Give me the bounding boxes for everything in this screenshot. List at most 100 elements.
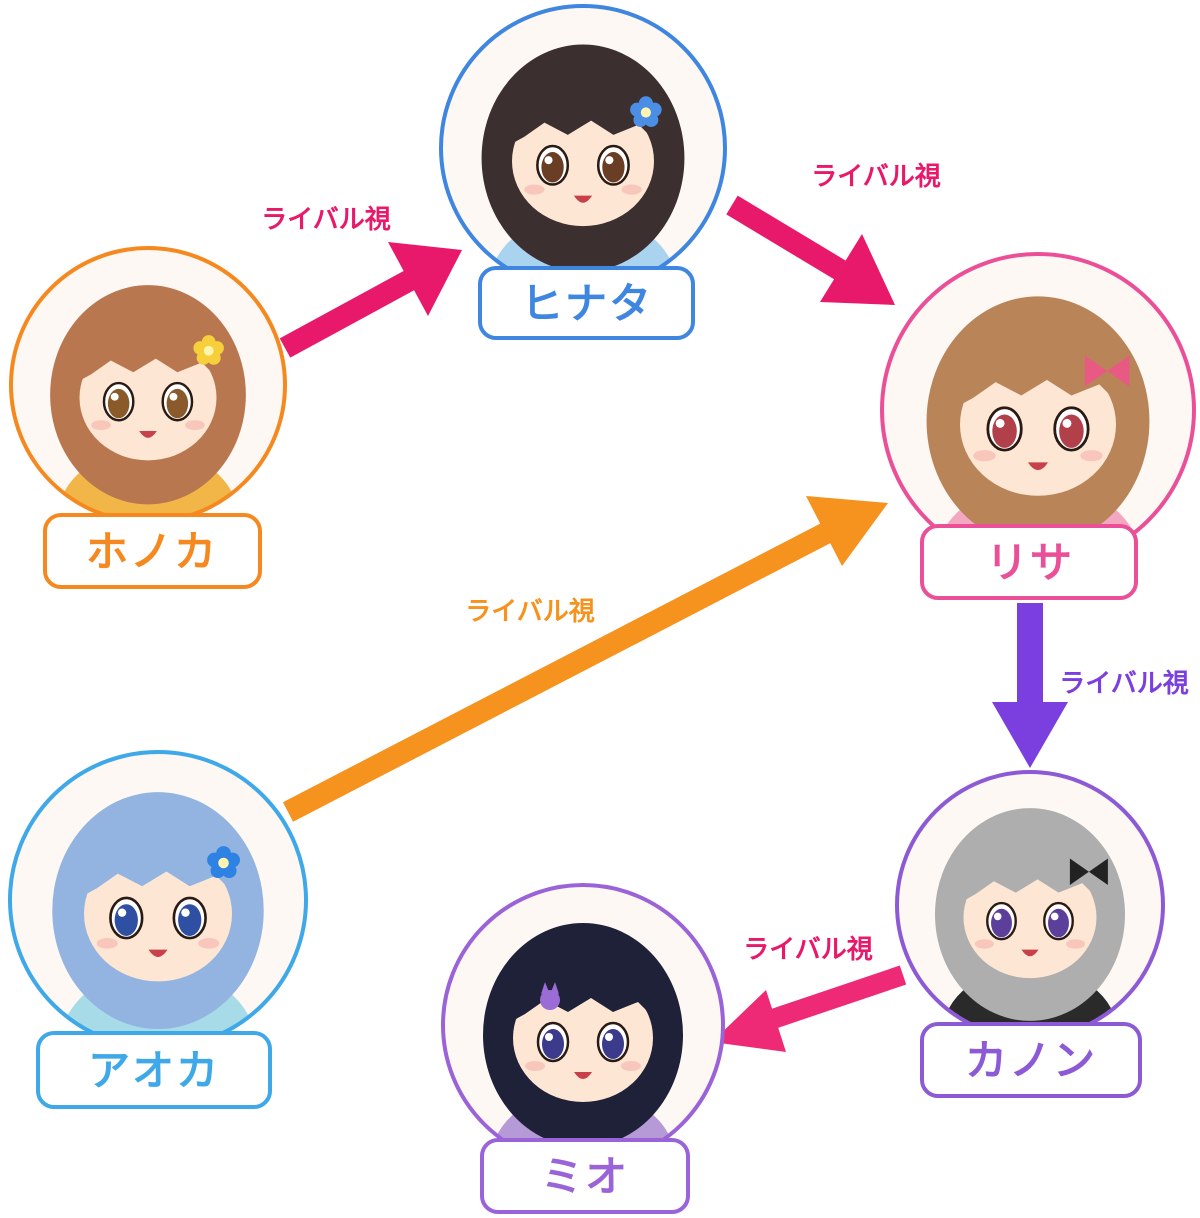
eye-highlight (1062, 418, 1072, 428)
hair-bangs (951, 308, 1125, 410)
eye-highlight (995, 418, 1005, 428)
blush (96, 938, 118, 949)
arrow-head (388, 242, 462, 316)
character-node-mio[interactable]: ミオ (441, 883, 725, 1218)
flower-center (218, 857, 229, 869)
name-plate (478, 266, 695, 340)
blush (91, 420, 111, 431)
iris (1048, 908, 1069, 938)
name-plate (480, 1138, 690, 1214)
portrait-avatar-kanon (935, 808, 1125, 1038)
ribbon-icon (1069, 858, 1108, 886)
blush (974, 939, 994, 949)
arrow-risa-to-kanon (992, 603, 1068, 768)
character-node-hinata[interactable]: ヒナタ (439, 4, 727, 356)
relation-label-hinata-risa: ライバル視 (811, 162, 940, 192)
iris (992, 414, 1017, 448)
name-plate (920, 524, 1138, 600)
flower-center (203, 345, 214, 356)
arrow-head (712, 990, 786, 1052)
eye-highlight (110, 392, 119, 401)
flower-petal (193, 341, 208, 355)
arrow-shaft (726, 195, 846, 280)
arrow-head (992, 702, 1068, 768)
iris (178, 904, 202, 936)
blush (524, 184, 545, 195)
name-label-aoka: アオカ (88, 1046, 220, 1095)
cat-clip-icon (540, 990, 560, 1010)
eye-highlight (993, 912, 1002, 921)
character-node-risa[interactable]: リサ (880, 252, 1196, 638)
character-node-honoka[interactable]: ホノカ (9, 246, 287, 589)
iris (107, 388, 130, 419)
name-plate (43, 513, 262, 589)
name-label-kanon: カノン (965, 1036, 1097, 1085)
blush (1080, 450, 1103, 462)
flower-petal (207, 852, 222, 868)
mouth (139, 430, 157, 438)
blush (621, 1061, 641, 1071)
name-label-mio: ミオ (541, 1152, 629, 1201)
name-label-hinata: ヒナタ (521, 279, 653, 328)
name-label-risa: リサ (986, 538, 1074, 587)
arrow-shaft (279, 270, 416, 358)
mouth (1021, 949, 1039, 957)
iris (542, 1029, 564, 1059)
iris (114, 904, 138, 936)
character-node-aoka[interactable]: アオカ (8, 750, 308, 1117)
eye-highlight (605, 156, 614, 165)
blush (198, 938, 220, 949)
blush (525, 1061, 545, 1071)
arrow-head (820, 234, 895, 305)
hair-bangs (505, 934, 661, 1025)
eye-highlight (544, 156, 553, 165)
eye-highlight (117, 908, 127, 917)
arrow-head (806, 496, 888, 566)
eye-highlight (181, 908, 190, 917)
mouth (148, 949, 168, 958)
name-label-honoka: ホノカ (86, 527, 218, 576)
character-node-kanon[interactable]: カノン (895, 770, 1165, 1100)
relation-label-risa-kanon: ライバル視 (1059, 669, 1188, 699)
relation-label-honoka-hinata: ライバル視 (261, 205, 390, 235)
arrow-hinata-to-risa (726, 195, 895, 305)
flower-center (640, 107, 651, 118)
iris (602, 152, 625, 183)
eye-highlight (169, 392, 178, 401)
arrow-aoka-to-risa (282, 496, 888, 822)
arrow-shaft (766, 965, 907, 1030)
cat-ears (541, 982, 559, 994)
iris (166, 388, 189, 419)
arrow-honoka-to-hinata (279, 242, 462, 358)
hair-bangs (955, 818, 1105, 905)
relation-label-aoka-risa: ライバル視 (465, 597, 594, 627)
iris (1059, 414, 1084, 448)
flower-petal (630, 102, 645, 117)
portrait-avatar-honoka (50, 285, 246, 522)
name-plate (36, 1031, 272, 1109)
blush (973, 450, 996, 462)
eye-highlight (1050, 912, 1059, 921)
portrait-avatar-aoka (52, 792, 264, 1048)
iris (602, 1029, 624, 1059)
iris (991, 908, 1012, 938)
arrow-shaft (282, 523, 832, 822)
name-plate (920, 1022, 1142, 1098)
mouth (574, 1072, 592, 1079)
blush (1066, 939, 1086, 949)
hair-bangs (71, 295, 225, 385)
arrow-kanon-to-mio (712, 965, 907, 1052)
mouth (1027, 462, 1049, 471)
ribbon-icon (1084, 355, 1130, 387)
relation-label-kanon-mio: ライバル視 (743, 935, 872, 965)
hair-bangs (503, 55, 663, 149)
eye-highlight (605, 1033, 613, 1041)
blush (621, 184, 642, 195)
hair-bangs (75, 803, 241, 900)
iris (541, 152, 564, 183)
eye-highlight (545, 1033, 553, 1041)
mouth (573, 195, 593, 203)
blush (185, 420, 205, 431)
